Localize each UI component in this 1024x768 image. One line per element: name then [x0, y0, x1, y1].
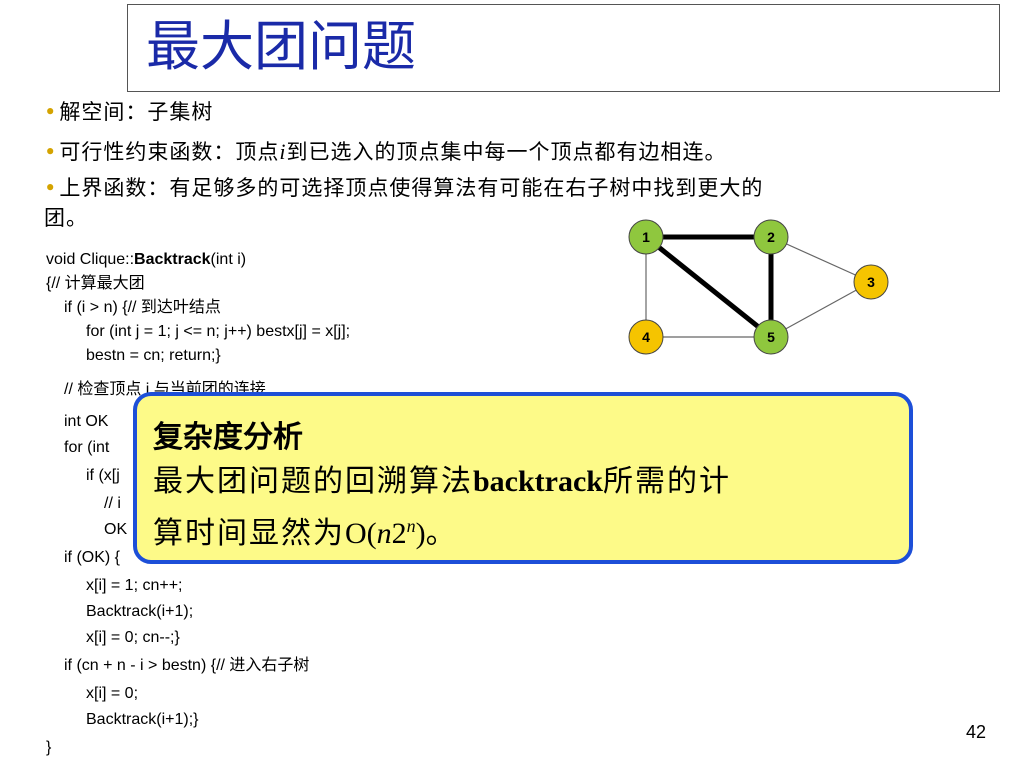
code-line: OK	[104, 521, 128, 538]
clique-graph: 1 2 3 4 5	[628, 219, 889, 355]
code-line: if (cn + n - i > bestn) {// 进入右子树	[64, 657, 310, 674]
code-line: if (OK) {	[64, 549, 121, 566]
graph-node-label: 2	[767, 229, 775, 245]
graph-node-4: 4	[628, 319, 664, 355]
graph-edge-1-5	[644, 235, 773, 339]
code-line: if (x[j	[86, 467, 120, 484]
code-line: if (i > n) {// 到达叶结点	[64, 299, 221, 316]
graph-node-3: 3	[853, 264, 889, 300]
code-line: Backtrack(i+1);}	[86, 711, 199, 728]
code-line: void Clique::Backtrack(int i)	[46, 251, 247, 268]
graph-node-1: 1	[628, 219, 664, 255]
graph-node-label: 1	[642, 229, 650, 245]
code-line: for (int	[64, 439, 110, 456]
code-line: x[i] = 0;	[86, 685, 139, 702]
callout-heading: 复杂度分析	[153, 420, 303, 455]
bullet-bound: •上界函数：有足够多的可选择顶点使得算法有可能在右子树中找到更大的	[44, 176, 764, 200]
graph-edge-2-3	[770, 236, 872, 283]
complexity-callout: 复杂度分析 最大团问题的回溯算法backtrack所需的计 算时间显然为O(n2…	[133, 392, 913, 564]
callout-line-1: 最大团问题的回溯算法backtrack所需的计	[153, 464, 731, 499]
code-line: {// 计算最大团	[46, 275, 145, 292]
title-box: 最大团问题	[127, 4, 1000, 92]
code-line: x[i] = 0; cn--;}	[86, 629, 180, 646]
graph-node-label: 4	[642, 329, 650, 345]
bullet-solution-space: •解空间：子集树	[44, 100, 214, 124]
code-line: x[i] = 1; cn++;	[86, 577, 183, 594]
code-line: }	[46, 739, 52, 756]
code-line: // i	[104, 495, 121, 512]
code-line: bestn = cn; return;}	[86, 347, 221, 364]
graph-node-2: 2	[753, 219, 789, 255]
bullet-dot-icon: •	[44, 176, 58, 200]
graph-node-label: 3	[867, 274, 875, 290]
callout-line-2: 算时间显然为O(n2n)。	[153, 516, 458, 551]
code-line: int OK	[64, 413, 109, 430]
page-number: 42	[966, 722, 987, 742]
slide-title: 最大团问题	[146, 15, 416, 78]
bullet-dot-icon: •	[44, 140, 58, 164]
bullet-bound-cont: 团。	[44, 206, 88, 230]
bullet-feasibility: •可行性约束函数：顶点i到已选入的顶点集中每一个顶点都有边相连。	[44, 139, 727, 164]
graph-node-label: 5	[767, 329, 775, 345]
code-line: Backtrack(i+1);	[86, 603, 194, 620]
bullet-dot-icon: •	[44, 100, 58, 124]
graph-node-5: 5	[753, 319, 789, 355]
code-line: for (int j = 1; j <= n; j++) bestx[j] = …	[86, 323, 351, 340]
graph-edge-3-5	[770, 281, 872, 338]
